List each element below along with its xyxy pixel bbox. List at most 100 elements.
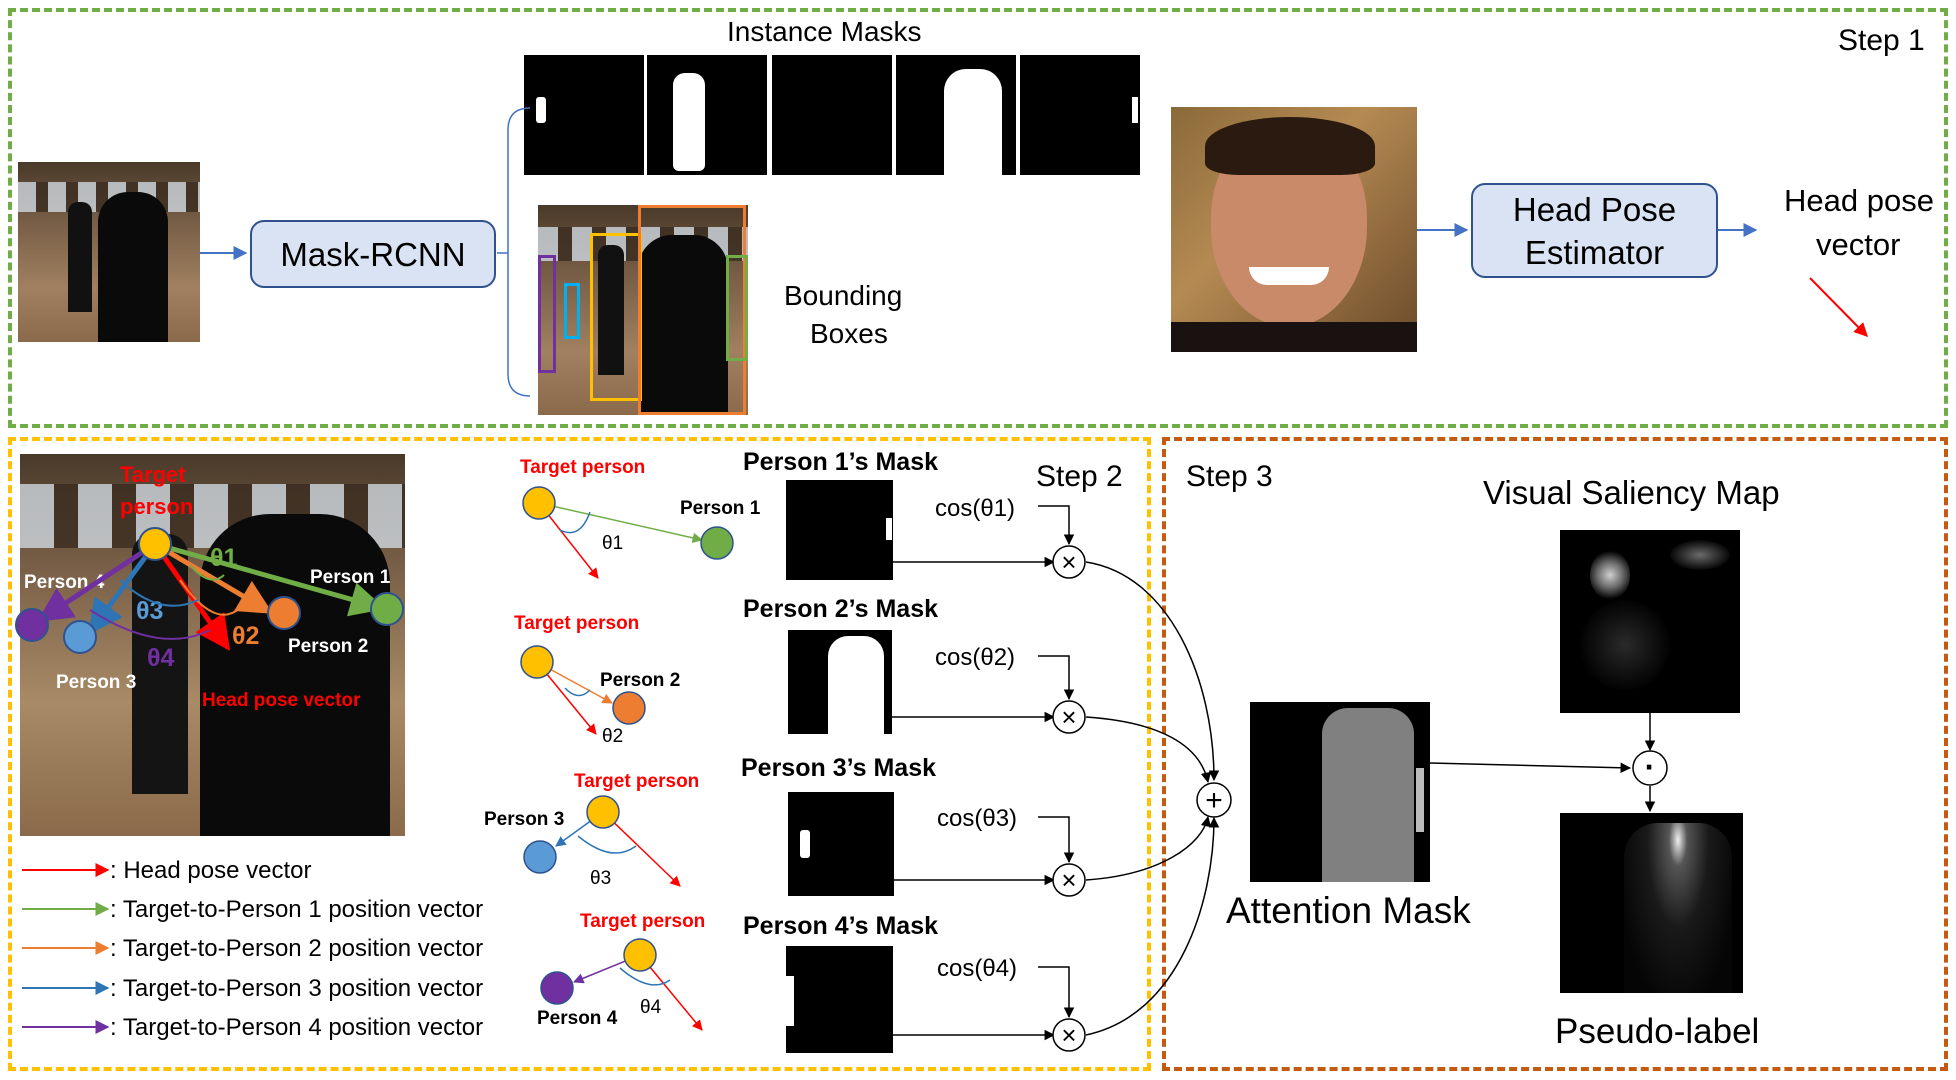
scene-arc-theta2 bbox=[179, 579, 241, 616]
cos-theta3-label: cos(θ3) bbox=[937, 805, 1018, 832]
scene-vector-person4 bbox=[37, 541, 157, 623]
step3-label: Step 3 bbox=[1186, 460, 1273, 493]
step2-label: Step 2 bbox=[1036, 460, 1123, 493]
scene-head-pose-label: Head pose vector bbox=[202, 690, 361, 711]
diag4-person4-dot bbox=[540, 971, 574, 1005]
scene-person3-dot bbox=[63, 620, 97, 654]
visual-saliency-map-title: Visual Saliency Map bbox=[1483, 474, 1780, 511]
face-photo bbox=[1171, 107, 1417, 352]
instance-mask-2 bbox=[647, 55, 767, 175]
scene-photo bbox=[20, 454, 405, 836]
diag2-target-dot bbox=[520, 645, 554, 679]
step1-frame bbox=[8, 8, 1948, 428]
diag3-head-pose-vector bbox=[602, 811, 681, 887]
diag2-arc bbox=[564, 687, 591, 697]
multiply-op-3 bbox=[1052, 863, 1086, 897]
person4-mask bbox=[786, 946, 893, 1053]
multiply-sign-1: × bbox=[1061, 547, 1076, 577]
diag1-vector-person1 bbox=[538, 502, 704, 544]
diag3-arc bbox=[577, 835, 637, 854]
instance-mask-5 bbox=[1020, 55, 1140, 175]
diag2-target-label: Target person bbox=[514, 613, 640, 634]
scene-theta4-label: θ4 bbox=[147, 644, 175, 672]
person3-mask-title: Person 3’s Mask bbox=[741, 754, 937, 782]
head-pose-vector-sample bbox=[1809, 277, 1868, 337]
diag4-target-dot bbox=[623, 938, 657, 972]
scene-arc-theta4 bbox=[89, 609, 211, 640]
bracket-maskrcnn-outputs bbox=[497, 107, 531, 397]
bounding-boxes-photo bbox=[538, 205, 748, 415]
diag3-person3-dot bbox=[523, 840, 557, 874]
diag1-target-dot bbox=[522, 486, 556, 520]
scene-theta2-label: θ2 bbox=[232, 622, 260, 650]
instance-mask-4 bbox=[896, 55, 1016, 175]
person4-mask-title: Person 4’s Mask bbox=[743, 912, 939, 940]
multiply-sign-2: × bbox=[1061, 702, 1076, 732]
diag4-arc bbox=[619, 967, 671, 986]
scene-vector-person2 bbox=[153, 541, 274, 615]
diag3-target-label: Target person bbox=[574, 771, 700, 792]
diag1-theta1-label: θ1 bbox=[602, 533, 624, 554]
head-pose-estimator-line1: Head Pose bbox=[1512, 190, 1677, 228]
mask-rcnn-box: Mask-RCNN bbox=[250, 220, 496, 288]
arrow-mult3-to-plus bbox=[1085, 815, 1212, 881]
pseudo-label-map bbox=[1560, 813, 1743, 993]
plus-sign: + bbox=[1205, 784, 1223, 817]
step2-frame bbox=[8, 437, 1151, 1071]
multiply-op-4 bbox=[1052, 1018, 1086, 1052]
cos-theta1-label: cos(θ1) bbox=[935, 495, 1016, 522]
cos-theta2-label: cos(θ2) bbox=[935, 644, 1016, 671]
diag4-target-label: Target person bbox=[580, 911, 706, 932]
scene-arc-theta3 bbox=[119, 579, 199, 607]
step1-label: Step 1 bbox=[1838, 24, 1925, 57]
scene-person2-dot bbox=[267, 596, 301, 630]
arrow-cos3-to-mult3 bbox=[1038, 816, 1075, 864]
head-pose-vector-label-2: vector bbox=[1816, 227, 1901, 262]
attention-mask-title: Attention Mask bbox=[1226, 890, 1471, 931]
arrow-cos4-to-mult4 bbox=[1038, 966, 1075, 1019]
arrow-cos2-to-mult2 bbox=[1038, 655, 1075, 701]
scene-person4-label: Person 4 bbox=[24, 572, 105, 593]
head-pose-estimator-line2: Estimator bbox=[1524, 233, 1665, 271]
bounding-boxes-label-2: Boxes bbox=[810, 318, 888, 349]
diag1-person1-dot bbox=[700, 526, 734, 560]
scene-person4-dot bbox=[15, 608, 49, 642]
diag1-person1-label: Person 1 bbox=[680, 498, 761, 519]
diag1-arc bbox=[559, 511, 591, 534]
arrow-mult1-to-plus bbox=[1085, 561, 1220, 782]
plus-op bbox=[1196, 782, 1232, 818]
scene-person3-label: Person 3 bbox=[56, 672, 137, 693]
diag3-person3-label: Person 3 bbox=[484, 809, 565, 830]
person1-mask bbox=[786, 480, 893, 580]
instance-mask-3 bbox=[772, 55, 892, 175]
legend-item-person3: : Target-to-Person 3 position vector bbox=[110, 975, 484, 1002]
diag2-theta2-label: θ2 bbox=[602, 726, 624, 747]
attention-mask bbox=[1250, 702, 1430, 882]
person1-mask-title: Person 1’s Mask bbox=[743, 448, 939, 476]
diag4-person4-label: Person 4 bbox=[537, 1008, 618, 1029]
diag3-theta3-label: θ3 bbox=[590, 868, 612, 889]
arrow-attention-to-dot bbox=[1429, 762, 1632, 774]
instance-mask-1 bbox=[524, 55, 644, 175]
diag4-theta4-label: θ4 bbox=[640, 997, 662, 1018]
multiply-op-2 bbox=[1052, 700, 1086, 734]
scene-person2-label: Person 2 bbox=[288, 636, 369, 657]
scene-arc-theta1 bbox=[189, 564, 225, 581]
diag3-target-dot bbox=[586, 795, 620, 829]
diag1-target-label: Target person bbox=[520, 457, 646, 478]
arrow-mult2-to-plus bbox=[1085, 716, 1212, 784]
multiply-sign-4: × bbox=[1061, 1020, 1076, 1050]
dot-sign: · bbox=[1645, 749, 1656, 785]
diag2-person2-dot bbox=[612, 691, 646, 725]
person2-mask bbox=[788, 630, 892, 734]
dot-product-op bbox=[1632, 750, 1668, 786]
legend-item-person4: : Target-to-Person 4 position vector bbox=[110, 1014, 484, 1041]
arrow-cos1-to-mult1 bbox=[1038, 505, 1075, 546]
instance-masks-title: Instance Masks bbox=[727, 16, 922, 47]
head-pose-estimator-box: Head Pose Estimator bbox=[1471, 183, 1718, 278]
arrow-mult4-to-plus bbox=[1085, 816, 1220, 1036]
scene-vector-person1 bbox=[154, 541, 386, 617]
scene-person1-dot bbox=[370, 592, 404, 626]
legend-item-person1: : Target-to-Person 1 position vector bbox=[110, 896, 484, 923]
